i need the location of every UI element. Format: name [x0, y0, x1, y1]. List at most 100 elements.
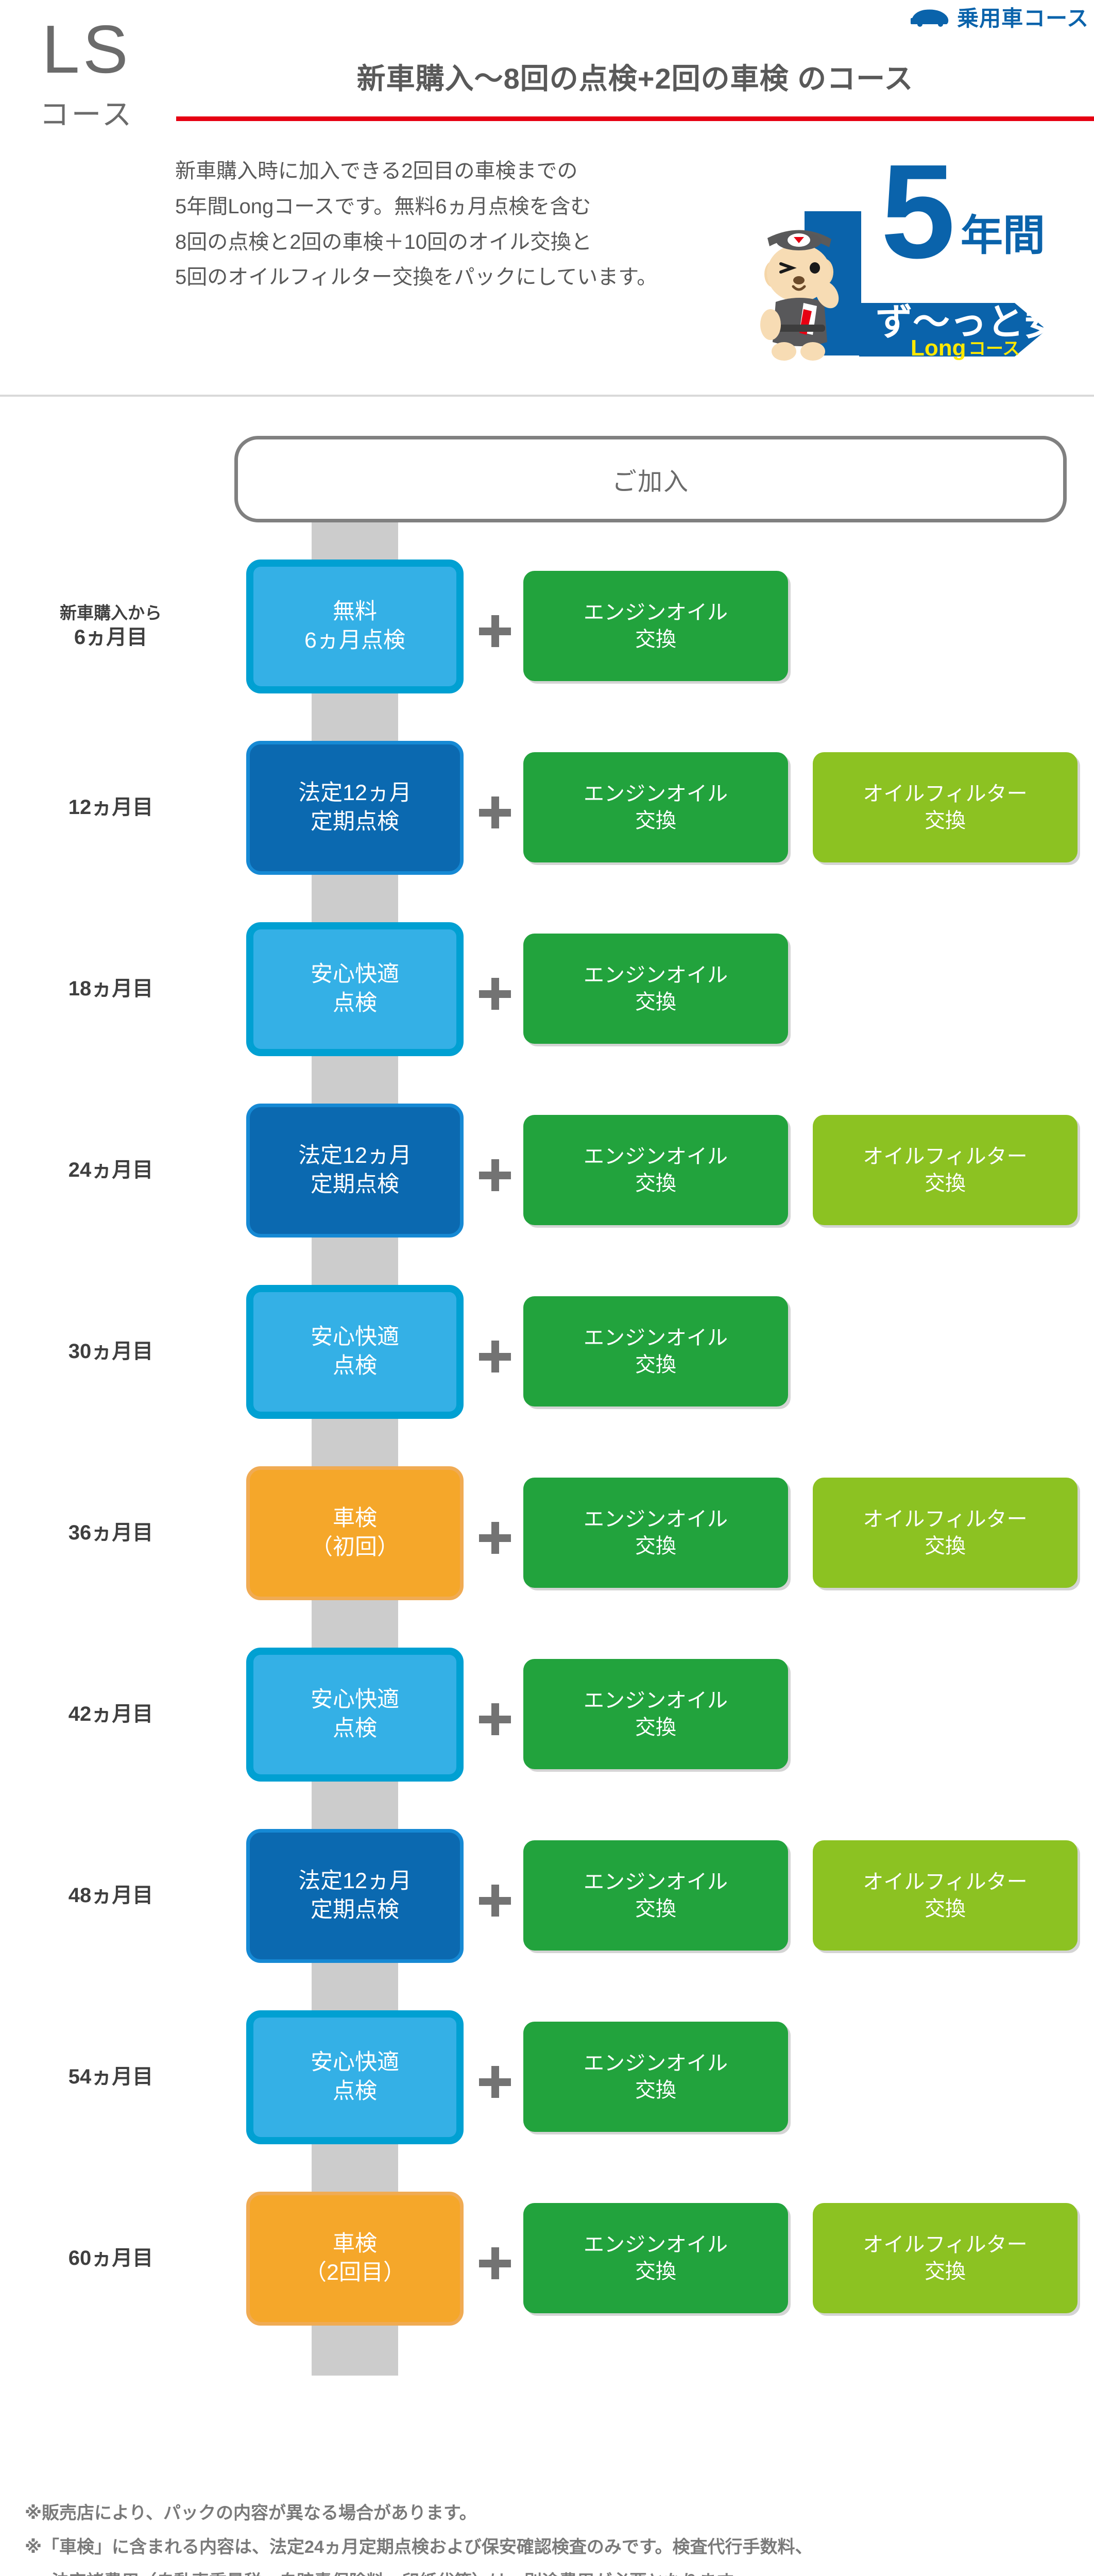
plus-icon	[479, 796, 511, 828]
timeline-period-label: 60ヵ月目	[21, 2181, 201, 2336]
stage-line-1: 法定12ヵ月	[298, 1869, 412, 1894]
addon-line-1: エンジンオイル	[584, 1327, 728, 1349]
period-line-2: 36ヵ月目	[68, 1521, 153, 1545]
inspection-stage-box[interactable]: 安心快適点検	[246, 1648, 464, 1782]
stage-line-2: 定期点検	[311, 809, 399, 834]
addon-line-1: オイルフィルター	[863, 783, 1028, 805]
timeline-row: 24ヵ月目法定12ヵ月定期点検エンジンオイル交換オイルフィルター交換	[0, 1093, 1094, 1248]
plus-icon	[479, 1703, 511, 1735]
promo-years-unit: 年間	[961, 212, 1045, 259]
addon-line-2: 交換	[635, 2260, 676, 2283]
addon-line-1: エンジンオイル	[584, 2052, 728, 2075]
promo-years-number: 5	[881, 155, 955, 286]
stage-line-2: 点検	[333, 1353, 377, 1378]
stage-line-2: 定期点検	[311, 1172, 399, 1197]
inspection-stage-box[interactable]: 安心快適点検	[246, 2010, 464, 2144]
plus-icon	[479, 1522, 511, 1554]
timeline-row: 30ヵ月目安心快適点検エンジンオイル交換	[0, 1275, 1094, 1429]
promo-tagline: ず〜っと安心	[876, 302, 1087, 343]
addon-line-2: 交換	[635, 1172, 676, 1195]
addon-service-box[interactable]: エンジンオイル交換	[523, 752, 788, 862]
addon-line-2: 交換	[635, 2079, 676, 2102]
addon-service-box[interactable]: オイルフィルター交換	[813, 1478, 1078, 1588]
timeline-row: 48ヵ月目法定12ヵ月定期点検エンジンオイル交換オイルフィルター交換	[0, 1819, 1094, 1973]
stage-line-1: 安心快適	[311, 1687, 399, 1713]
inspection-stage-box[interactable]: 法定12ヵ月定期点検	[246, 741, 464, 875]
vehicle-type-tag: 乗用車コース	[910, 1, 1089, 32]
addon-line-2: 交換	[925, 1535, 966, 1557]
addon-line-1: オイルフィルター	[863, 1871, 1028, 1893]
timeline-row: 60ヵ月目車検（2回目）エンジンオイル交換オイルフィルター交換	[0, 2181, 1094, 2336]
addon-service-box[interactable]: オイルフィルター交換	[813, 1115, 1078, 1225]
addon-line-2: 交換	[925, 809, 966, 832]
inspection-stage-box[interactable]: 安心快適点検	[246, 1285, 464, 1419]
description-line-1: 新車購入時に加入できる2回目の車検までの	[175, 160, 578, 182]
plus-icon	[479, 978, 511, 1010]
period-line-1: 新車購入から	[60, 603, 162, 623]
addon-service-box[interactable]: エンジンオイル交換	[523, 1840, 788, 1951]
car-icon	[911, 9, 949, 27]
addon-line-1: エンジンオイル	[584, 783, 728, 805]
addon-line-1: オイルフィルター	[863, 1508, 1028, 1531]
addon-service-box[interactable]: エンジンオイル交換	[523, 1478, 788, 1588]
addon-service-box[interactable]: エンジンオイル交換	[523, 934, 788, 1044]
addon-service-box[interactable]: エンジンオイル交換	[523, 571, 788, 681]
description-line-4: 5回のオイルフィルター交換をパックにしています。	[175, 266, 658, 289]
stage-line-1: 法定12ヵ月	[298, 781, 412, 806]
promo-course-jp: コース	[968, 339, 1020, 359]
inspection-stage-box[interactable]: 法定12ヵ月定期点検	[246, 1104, 464, 1238]
plus-icon	[479, 1341, 511, 1372]
addon-service-box[interactable]: エンジンオイル交換	[523, 2203, 788, 2313]
period-line-2: 24ヵ月目	[68, 1159, 153, 1182]
timeline-period-label: 54ヵ月目	[21, 2000, 201, 2155]
stage-line-1: 車検	[333, 1506, 377, 1531]
timeline-row: 12ヵ月目法定12ヵ月定期点検エンジンオイル交換オイルフィルター交換	[0, 731, 1094, 885]
inspection-stage-box[interactable]: 安心快適点検	[246, 922, 464, 1056]
header-bottom-divider	[0, 395, 1094, 397]
stage-line-1: 法定12ヵ月	[298, 1143, 412, 1168]
page-header: LS コース 乗用車コース 新車購入〜8回の点検+2回の車検 のコース 新車購入…	[0, 0, 1094, 397]
inspection-stage-box[interactable]: 車検（2回目）	[246, 2192, 464, 2326]
course-code-text: LS	[42, 11, 131, 87]
stage-line-2: 点検	[333, 2079, 377, 2104]
addon-line-1: オイルフィルター	[863, 2233, 1028, 2256]
footer-notes: ※販売店により、パックの内容が異なる場合があります。 ※「車検」に含まれる内容は…	[25, 2496, 1075, 2576]
addon-line-1: エンジンオイル	[584, 2233, 728, 2256]
addon-service-box[interactable]: エンジンオイル交換	[523, 1659, 788, 1769]
addon-line-2: 交換	[635, 1353, 676, 1376]
timeline-period-label: 42ヵ月目	[21, 1637, 201, 1792]
timeline-row: 42ヵ月目安心快適点検エンジンオイル交換	[0, 1637, 1094, 1792]
timeline-period-label: 36ヵ月目	[21, 1456, 201, 1611]
addon-line-1: オイルフィルター	[863, 1145, 1028, 1168]
course-description: 新車購入時に加入できる2回目の車検までの 5年間Longコースです。無料6ヵ月点…	[175, 154, 726, 295]
timeline-start-label: ご加入	[611, 468, 689, 496]
addon-service-box[interactable]: エンジンオイル交換	[523, 1115, 788, 1225]
addon-line-1: エンジンオイル	[584, 964, 728, 987]
stage-line-1: 安心快適	[311, 962, 399, 987]
plus-icon	[479, 1159, 511, 1191]
timeline-row: 54ヵ月目安心快適点検エンジンオイル交換	[0, 2000, 1094, 2155]
promo-badge: 5 年間 ず〜っと安心 Long コース	[726, 155, 1087, 361]
timeline-period-label: 12ヵ月目	[21, 731, 201, 885]
addon-line-2: 交換	[925, 1172, 966, 1195]
stage-line-2: 定期点検	[311, 1897, 399, 1922]
addon-line-1: エンジンオイル	[584, 1145, 728, 1168]
addon-service-box[interactable]: オイルフィルター交換	[813, 2203, 1078, 2313]
promo-badge-graphic: 5 年間 ず〜っと安心 Long コース	[760, 155, 1087, 361]
addon-line-2: 交換	[635, 1716, 676, 1739]
stage-line-2: 点検	[333, 991, 377, 1015]
addon-line-1: エンジンオイル	[584, 1871, 728, 1893]
addon-service-box[interactable]: エンジンオイル交換	[523, 1296, 788, 1406]
addon-service-box[interactable]: オイルフィルター交換	[813, 752, 1078, 862]
inspection-stage-box[interactable]: 法定12ヵ月定期点検	[246, 1829, 464, 1963]
period-line-2: 30ヵ月目	[68, 1340, 153, 1363]
note-line: 法定諸費用（自動車重量税、自賠責保険料、印紙代等）は、別途費用が必要となります。	[25, 2565, 1075, 2576]
inspection-stage-box[interactable]: 車検（初回）	[246, 1466, 464, 1600]
period-line-2: 6ヵ月目	[74, 625, 148, 649]
addon-service-box[interactable]: オイルフィルター交換	[813, 1840, 1078, 1951]
timeline-period-label: 18ヵ月目	[21, 912, 201, 1066]
addon-service-box[interactable]: エンジンオイル交換	[523, 2022, 788, 2132]
